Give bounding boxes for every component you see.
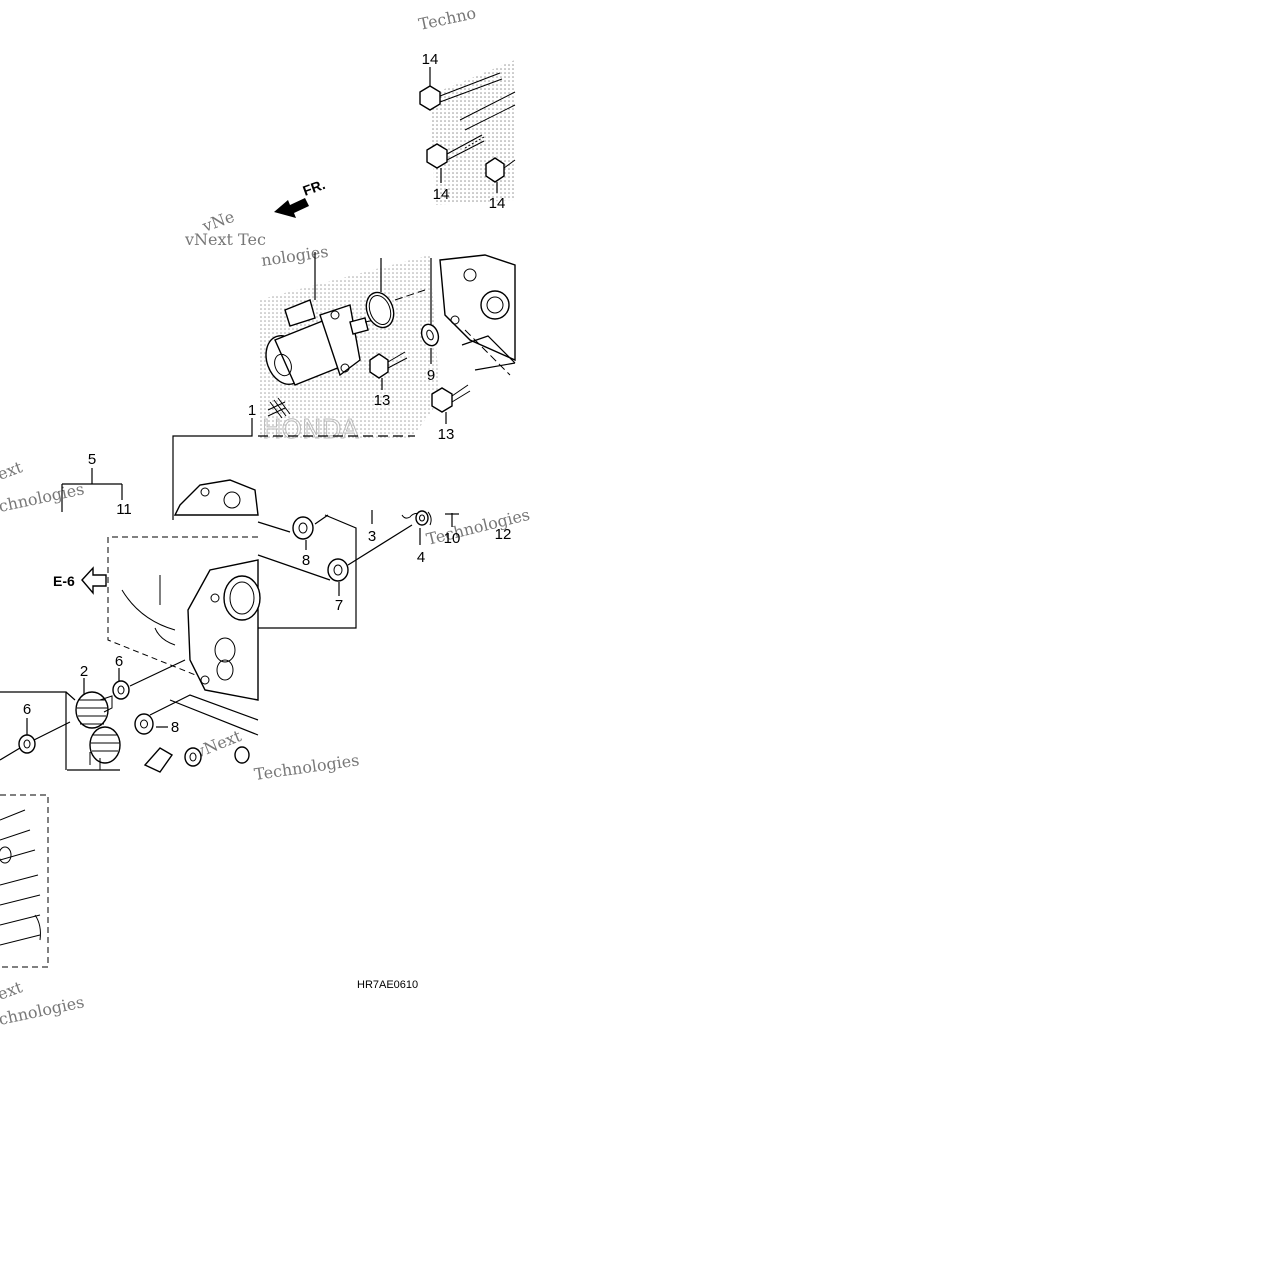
detail-parts xyxy=(0,809,41,946)
bolt-14-right xyxy=(485,157,516,183)
callout-13: 13 xyxy=(374,392,391,409)
reference-arrow-e6: E-6 xyxy=(53,566,107,595)
brand-watermark: HONDA xyxy=(262,415,359,445)
watermark-text: Technologies xyxy=(424,505,531,549)
clip-4 xyxy=(401,510,432,526)
callout-14: 14 xyxy=(433,186,450,203)
callout-1: 1 xyxy=(248,402,256,419)
washer-9 xyxy=(420,323,440,364)
housing-cover xyxy=(430,254,516,362)
front-direction-arrow: FR. xyxy=(274,176,327,218)
drawing-code: HR7AE0610 xyxy=(357,979,418,991)
callout-8: 8 xyxy=(171,719,179,736)
bolt-14-top xyxy=(419,72,503,111)
shift-drum xyxy=(143,746,250,773)
callout-14: 14 xyxy=(489,195,506,212)
callout-6: 6 xyxy=(115,653,123,670)
o-ring xyxy=(365,258,395,329)
callout-3: 3 xyxy=(368,528,376,545)
callout-4: 4 xyxy=(417,549,425,566)
motor-assembly xyxy=(265,252,376,419)
callout-12: 12 xyxy=(495,526,512,543)
front-direction-label: FR. xyxy=(301,176,328,199)
bolt-14-middle xyxy=(426,134,485,169)
callout-6: 6 xyxy=(23,701,31,718)
bearing-8-upper xyxy=(292,516,314,540)
watermark-text: vNext Tec xyxy=(184,230,266,249)
callout-10: 10 xyxy=(444,530,461,547)
bolt-13-upper xyxy=(369,351,408,379)
callout-14: 14 xyxy=(422,51,439,68)
bolt-13-group xyxy=(369,289,516,424)
callout-13: 13 xyxy=(438,426,455,443)
bearing-8-lower xyxy=(134,713,154,735)
lower-case-outline xyxy=(107,536,259,701)
watermark-text: nologies xyxy=(260,242,330,270)
bearing-7 xyxy=(327,558,349,582)
case-lower xyxy=(121,559,261,701)
callout-labels: 1 2 3 4 5 6 6 7 8 8 9 10 11 12 13 13 14 … xyxy=(23,51,512,736)
watermark-text: Techno xyxy=(417,3,478,34)
callout-9: 9 xyxy=(427,367,435,384)
gear-2 xyxy=(75,691,113,729)
watermark-text: chnologies xyxy=(0,479,86,516)
watermark-text: ext xyxy=(0,977,25,1004)
callout-5: 5 xyxy=(88,451,96,468)
callout-8: 8 xyxy=(302,552,310,569)
gear-lower xyxy=(89,726,121,770)
callout-11: 11 xyxy=(116,501,132,518)
bolt-13-lower xyxy=(431,384,471,413)
bearing-6-left xyxy=(18,734,36,754)
watermark-text: ext xyxy=(0,457,25,484)
watermark-text: Technologies xyxy=(253,750,361,784)
reference-label: E-6 xyxy=(53,573,75,589)
bolt-14-group xyxy=(419,67,516,193)
callout-7: 7 xyxy=(335,597,343,614)
case-upper xyxy=(173,479,259,516)
bearing-6-middle xyxy=(112,680,130,700)
callout-2: 2 xyxy=(80,663,88,680)
detail-box xyxy=(0,794,49,968)
